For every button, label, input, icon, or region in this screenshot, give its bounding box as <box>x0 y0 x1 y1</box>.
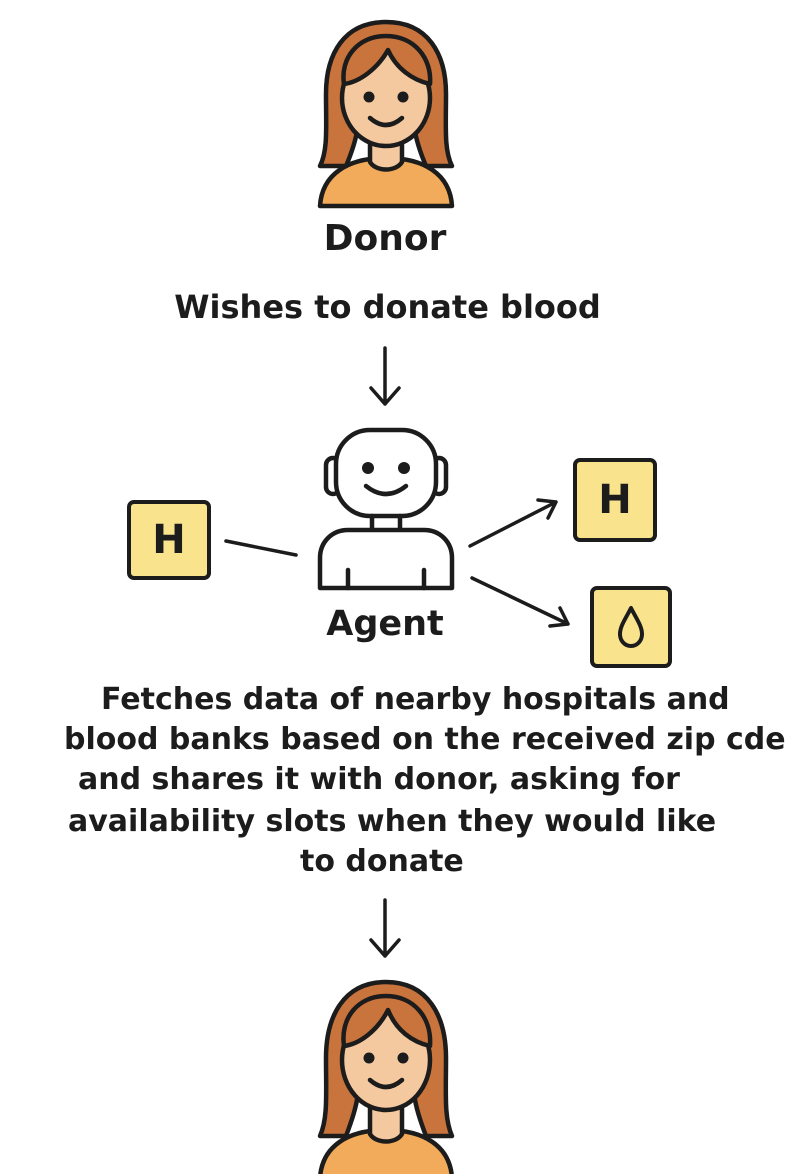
lower-right-arrow <box>470 576 570 628</box>
hospital-h-icon-right: H <box>573 458 657 542</box>
agent-description-line-2: blood banks based on the received zip cd… <box>64 722 786 757</box>
hospital-letter-right: H <box>598 477 632 523</box>
woman-avatar-icon <box>317 19 455 209</box>
agent-robot <box>308 420 464 596</box>
hospital-h-icon: H <box>127 500 211 580</box>
agent-description-line-5: to donate <box>300 844 464 879</box>
agent-description-line-4: availability slots when they would like <box>68 804 717 839</box>
donor-avatar-top <box>298 2 474 210</box>
agent-description-line-1: Fetches data of nearby hospitals and <box>101 682 730 717</box>
blood-bank-icon <box>590 586 672 668</box>
donor-action-text: Wishes to donate blood <box>174 288 601 326</box>
donor-avatar-bottom <box>298 968 474 1174</box>
donor-title: Donor <box>323 218 447 259</box>
left-connector-line <box>224 539 298 557</box>
down-arrow-icon <box>369 346 401 406</box>
blood-drop-icon <box>618 606 644 648</box>
agent-description-line-3: and shares it with donor, asking for <box>78 762 680 797</box>
down-arrow-icon-2 <box>369 898 401 958</box>
hospital-letter: H <box>152 517 186 563</box>
robot-icon <box>317 427 455 591</box>
woman-avatar-icon-bottom <box>317 979 455 1174</box>
upper-right-arrow <box>468 498 558 548</box>
agent-title: Agent <box>326 604 444 644</box>
connector-lines <box>224 498 570 628</box>
